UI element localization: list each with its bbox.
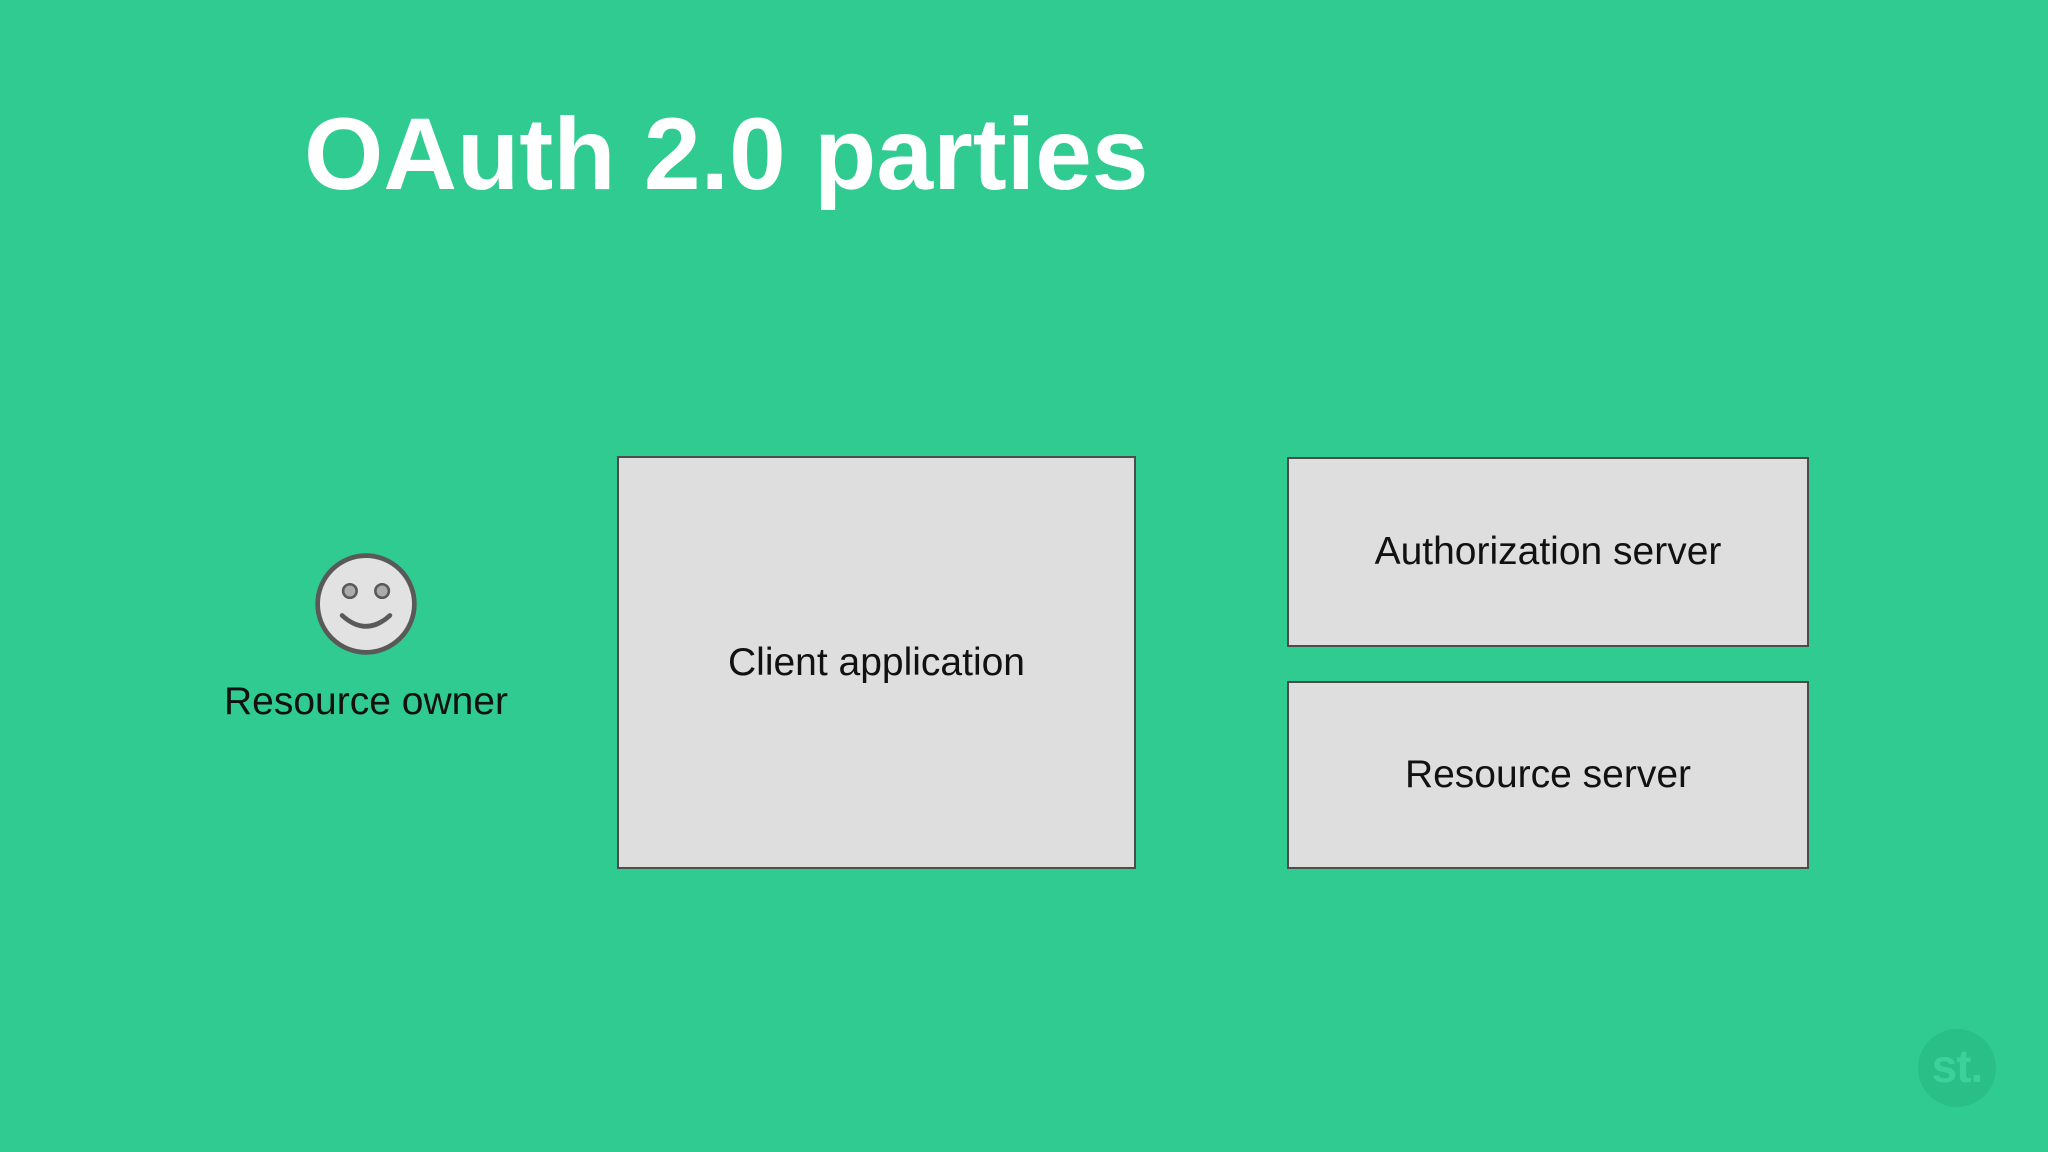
resource-owner-group: Resource owner bbox=[216, 552, 516, 724]
client-application-box: Client application bbox=[617, 456, 1136, 869]
resource-owner-label: Resource owner bbox=[224, 680, 508, 723]
client-application-label: Client application bbox=[727, 640, 1025, 684]
authorization-server-box: Authorization server bbox=[1287, 457, 1809, 647]
st-logo-text: st. bbox=[1931, 1040, 1984, 1092]
st-logo-badge: st. bbox=[1918, 1029, 1996, 1107]
smiley-face-icon bbox=[315, 553, 417, 655]
authorization-server-label: Authorization server bbox=[1374, 530, 1722, 573]
resource-server-box: Resource server bbox=[1287, 681, 1809, 869]
resource-server-label: Resource server bbox=[1404, 753, 1692, 796]
page-title: OAuth 2.0 parties bbox=[304, 97, 1149, 211]
